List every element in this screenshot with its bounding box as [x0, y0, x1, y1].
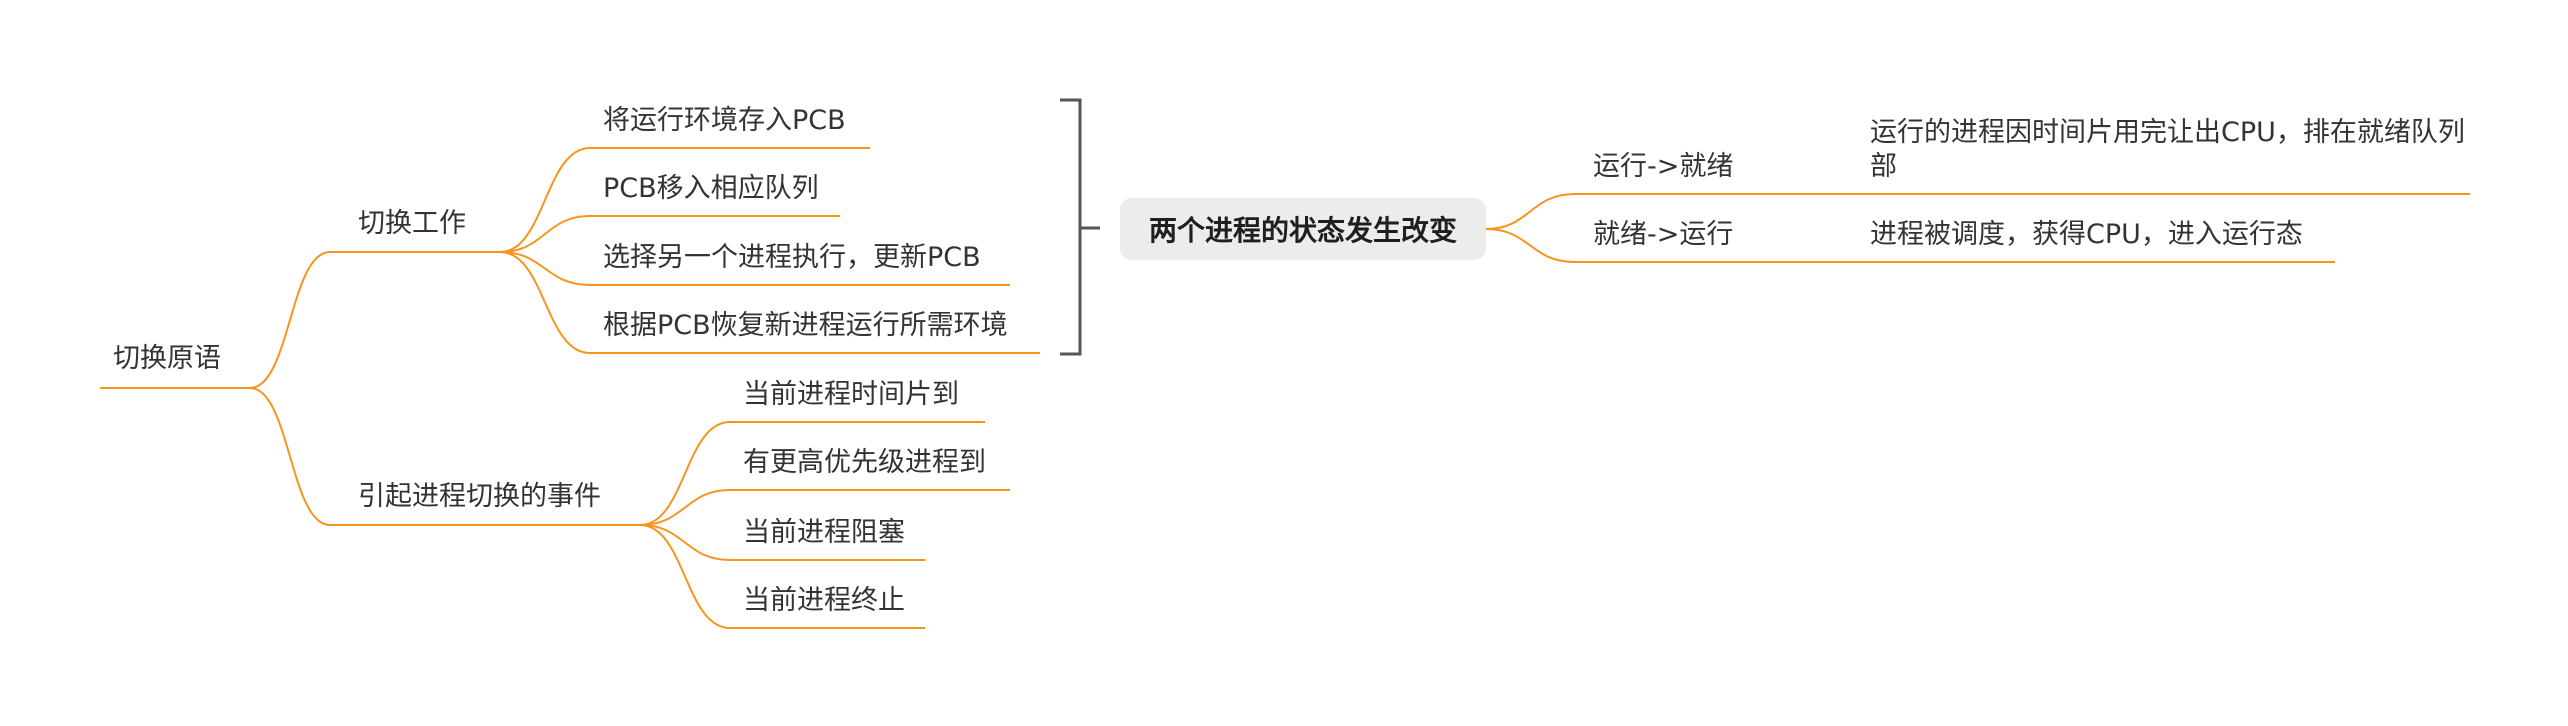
work-item[interactable]: 选择另一个进程执行，更新PCB: [603, 242, 981, 273]
event-item[interactable]: 有更高优先级进程到: [743, 447, 986, 478]
transition-detail[interactable]: 进程被调度，获得CPU，进入运行态: [1870, 219, 2303, 250]
event-item[interactable]: 当前进程终止: [743, 585, 905, 616]
connector-work-1: [499, 147, 591, 253]
connector-events-1: [639, 421, 731, 526]
connector-events-3: [639, 524, 731, 561]
event-item[interactable]: 当前进程阻塞: [743, 517, 905, 548]
work-item[interactable]: 根据PCB恢复新进程运行所需环境: [603, 310, 1008, 341]
connector-work-2: [499, 215, 591, 253]
connector-events-4: [639, 524, 731, 629]
work-item[interactable]: PCB移入相应队列: [603, 173, 819, 204]
branch-switch-work[interactable]: 切换工作: [358, 208, 466, 239]
event-item[interactable]: 当前进程时间片到: [743, 379, 959, 410]
transition-detail[interactable]: 运行的进程因时间片用完让出CPU，排在就绪队列部: [1870, 117, 2465, 182]
branch-switch-events[interactable]: 引起进程切换的事件: [358, 481, 601, 512]
center-node[interactable]: 两个进程的状态发生改变: [1120, 198, 1486, 260]
transition-label[interactable]: 就绪->运行: [1593, 219, 1734, 250]
connector-work-3: [499, 251, 591, 286]
root-node[interactable]: 切换原语: [113, 343, 221, 374]
connector-events-2: [639, 489, 731, 526]
work-item[interactable]: 将运行环境存入PCB: [603, 105, 846, 136]
transition-label[interactable]: 运行->就绪: [1593, 151, 1734, 182]
connector-center-t2: [1485, 228, 1576, 263]
group-bracket: [1060, 98, 1100, 356]
connector-root-events: [249, 387, 331, 526]
connector-center-t1: [1485, 193, 1576, 230]
connector-work-4: [499, 251, 591, 354]
connector-root-work: [249, 251, 331, 389]
